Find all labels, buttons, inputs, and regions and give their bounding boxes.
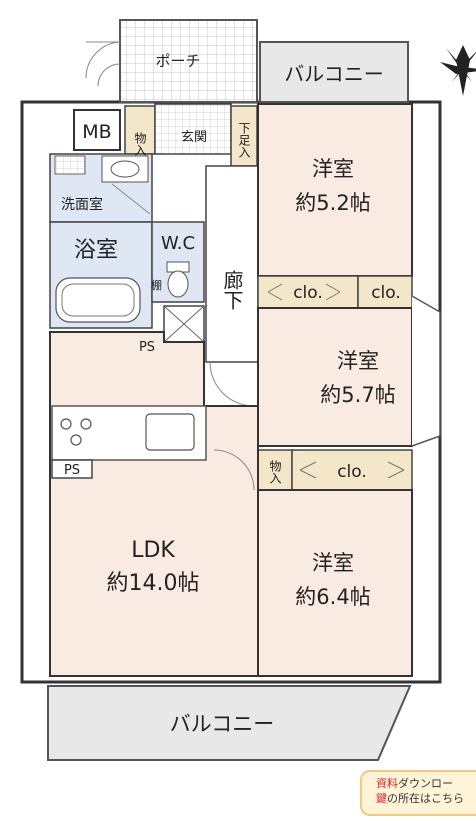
mb-box: [73, 109, 121, 151]
balcony-bottom-label: バルコニー: [170, 712, 275, 736]
document-download-badge[interactable]: 資料ダウンロー 鍵の所在はこちら: [360, 770, 476, 816]
ldk-area: [49, 331, 259, 677]
badge-line-1: 資料ダウンロー: [376, 777, 453, 790]
corridor-area: [205, 165, 299, 407]
balcony-top-area: [259, 41, 409, 103]
compass-icon: [440, 45, 476, 96]
porch-label: ポーチ: [155, 52, 200, 70]
bedroom-3-area: [257, 489, 413, 677]
closet-2-label: clo.: [371, 283, 401, 303]
bedroom-2-area: [257, 295, 441, 447]
entrance-label: 玄関: [181, 130, 207, 145]
bedroom-3-name: 洋室: [312, 551, 354, 575]
mb-label: MB: [82, 121, 111, 143]
bath-area: [49, 221, 153, 329]
bedroom-1-name: 洋室: [312, 157, 354, 181]
storage-mid-label: 物入: [268, 460, 282, 484]
bath-label: 浴室: [74, 238, 118, 263]
closet-3-label: clo.: [337, 462, 367, 482]
wc-area: [151, 221, 205, 303]
corridor-label: 廊下: [220, 270, 244, 310]
washroom-area: [49, 153, 153, 223]
storage-top-label: 物入: [133, 132, 147, 156]
bedroom-1-size: 約5.2帖: [295, 191, 370, 215]
balcony-bottom-area: [47, 685, 412, 761]
ps-top-label: PS: [139, 340, 155, 355]
ps-top-area: [163, 305, 205, 343]
entrance-area: [154, 103, 232, 155]
bedroom-2-size: 約5.7帖: [320, 383, 395, 407]
ps-kitchen-label: PS: [64, 463, 80, 478]
bedroom-3-size: 約6.4帖: [295, 585, 370, 609]
shelf-label: 棚: [150, 278, 163, 291]
ps-kitchen-area: [51, 459, 93, 479]
wc-label: W.C: [161, 233, 195, 254]
badge-line-2: 鍵の所在はこちら: [376, 792, 464, 805]
bedroom-2-name: 洋室: [337, 349, 379, 373]
ldk-size: 約14.0帖: [107, 571, 200, 596]
shoe-storage-area: [230, 105, 258, 167]
shoe-storage-label: 下足入: [237, 122, 251, 158]
ldk-name: LDK: [131, 538, 175, 563]
closet-1-label: clo.: [293, 283, 323, 303]
porch-area: [85, 19, 258, 103]
washroom-label: 洗面室: [61, 196, 103, 213]
bedroom-1-area: [257, 103, 413, 277]
balcony-top-label: バルコニー: [284, 62, 384, 86]
